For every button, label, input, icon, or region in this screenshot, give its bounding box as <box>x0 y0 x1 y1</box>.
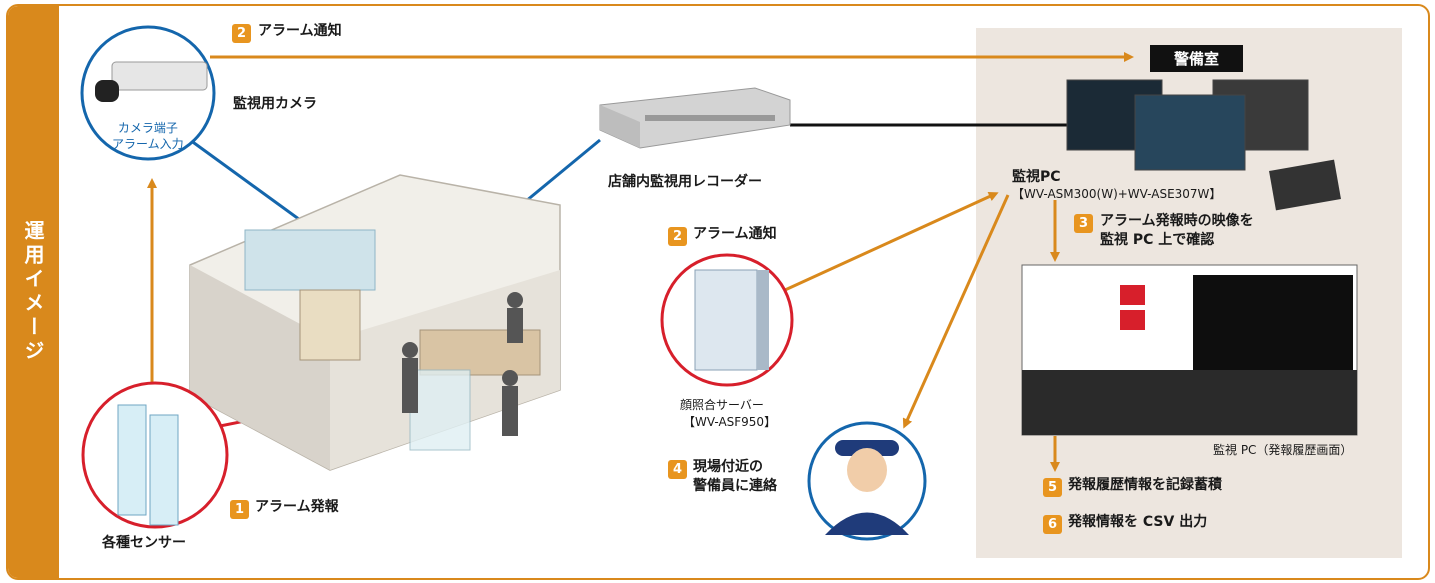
step-2-number-top: 2 <box>232 24 251 43</box>
step-3-number: 3 <box>1074 214 1093 233</box>
monitor-pc-model: 【WV-ASM300(W)+WV-ASE307W】 <box>1012 187 1222 201</box>
arrow-server-to-pc <box>784 191 999 292</box>
step-1-label: アラーム発報 <box>255 499 339 515</box>
step-2-number-mid: 2 <box>668 227 687 246</box>
step-2-label-mid: アラーム通知 <box>693 226 777 242</box>
history-screen-icon <box>1021 264 1358 436</box>
monitor-pc-label: 監視PC <box>1012 169 1061 185</box>
step-6-number: 6 <box>1043 515 1062 534</box>
guard-icon <box>825 440 909 535</box>
step-4-label: 現場付近の 警備員に連絡 <box>693 459 777 494</box>
server-icon <box>694 269 769 371</box>
sidebar-label: 運用イメージ <box>21 220 45 364</box>
recorder-label: 店舗内監視用レコーダー <box>608 174 762 190</box>
sensor-gate-icon <box>117 404 179 526</box>
step-4-number: 4 <box>668 460 687 479</box>
sidebar: 運用イメージ <box>8 6 59 578</box>
step-5-number: 5 <box>1043 478 1062 497</box>
store-illustration <box>189 174 561 471</box>
step-3-label: アラーム発報時の映像を 監視 PC 上で確認 <box>1100 213 1254 248</box>
step-1-number: 1 <box>230 500 249 519</box>
history-screen-label: 監視 PC（発報履歴画面） <box>1213 443 1353 457</box>
camera-badge: カメラ端子 アラーム入力 <box>112 121 184 152</box>
step-2-label-top: アラーム通知 <box>258 23 342 39</box>
arrow-pc-to-guard <box>902 194 1010 429</box>
face-server-label: 顔照合サーバー <box>680 398 764 412</box>
guard-room-label: 警備室 <box>1150 45 1244 72</box>
sensor-label: 各種センサー <box>102 535 186 551</box>
camera-label: 監視用カメラ <box>233 96 317 112</box>
camera-icon <box>95 61 208 102</box>
monitor-group <box>1066 79 1341 211</box>
camera-circle <box>80 25 216 161</box>
step-5-label: 発報履歴情報を記録蓄積 <box>1068 477 1222 493</box>
recorder-icon <box>599 87 791 149</box>
step-6-label: 発報情報を CSV 出力 <box>1068 514 1208 530</box>
face-server-model: 【WV-ASF950】 <box>683 415 777 429</box>
